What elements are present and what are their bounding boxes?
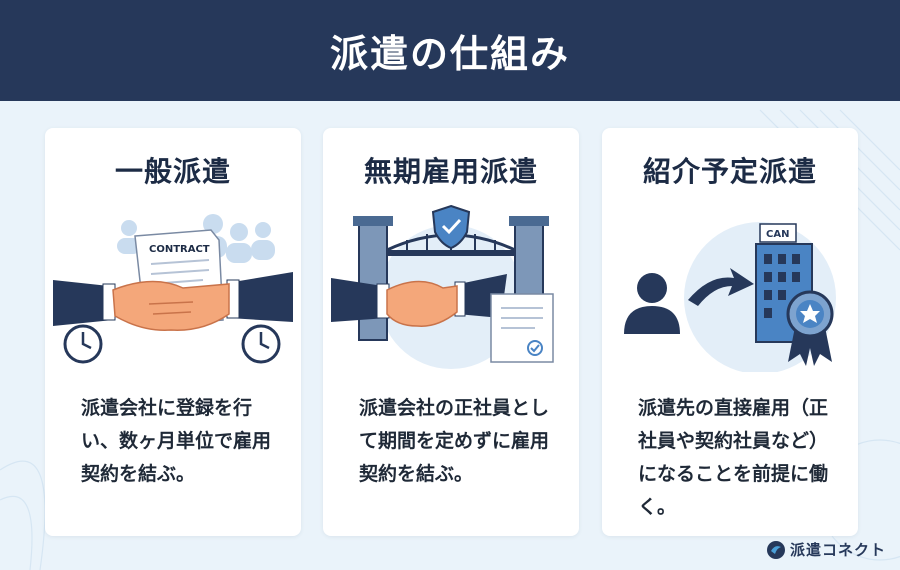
building-sign-label: CAN (766, 229, 789, 240)
handshake-icon (331, 274, 507, 327)
card-general-dispatch: 一般派遣 CONTRACT (45, 128, 301, 536)
page-title: 派遣の仕組み (329, 32, 570, 76)
contract-label: CONTRACT (149, 244, 210, 255)
card-title: 無期雇用派遣 (363, 155, 538, 188)
handshake-contract-illustration: CONTRACT (53, 214, 293, 364)
people-icon (117, 214, 275, 263)
clock-icon (241, 324, 281, 364)
card-indefinite-dispatch: 無期雇用派遣 (323, 128, 579, 536)
logo-mark-icon (766, 540, 785, 559)
bridge-handshake-illustration (331, 204, 554, 369)
shield-icon (431, 204, 471, 250)
award-badge-icon (786, 290, 834, 366)
person-building-illustration: CAN (624, 222, 836, 372)
clock-icon (63, 324, 103, 364)
card-description: 派遣会社に登録を行い、数ヶ月単位で雇用契約を結ぶ。 (81, 397, 272, 485)
handshake-icon (53, 272, 293, 331)
card-description: 派遣会社の正社員として期間を定めずに雇用契約を結ぶ。 (359, 397, 550, 485)
logo-text: 派遣コネクト (789, 541, 886, 559)
card-placement-dispatch: 紹介予定派遣 CAN 派遣先の (602, 128, 858, 536)
document-icon (490, 293, 554, 363)
arrow-icon (688, 268, 754, 306)
brand-logo: 派遣コネクト (766, 539, 886, 560)
page-header: 派遣の仕組み (0, 0, 900, 101)
card-title: 紹介予定派遣 (642, 155, 817, 188)
card-description: 派遣先の直接雇用（正社員や契約社員など）になることを前提に働く。 (638, 397, 829, 518)
card-title: 一般派遣 (114, 155, 231, 188)
person-icon (624, 273, 680, 334)
